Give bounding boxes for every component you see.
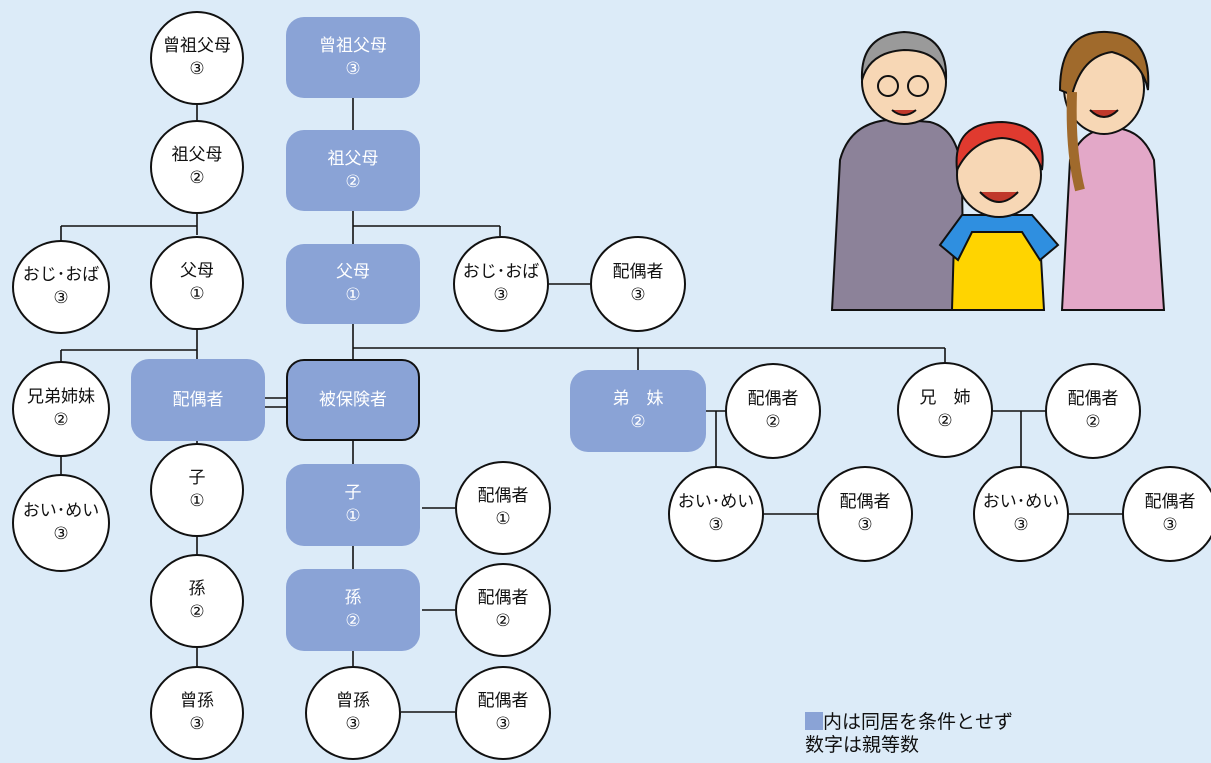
node-nephew-niece-1-spouse: 配偶者 ③ — [817, 466, 913, 562]
node-label: 被保険者 — [319, 389, 387, 410]
node-degree: ③ — [857, 515, 873, 535]
node-siblings-left: 兄弟姉妹 ② — [12, 361, 110, 457]
node-degree: ② — [495, 611, 511, 631]
legend-line-2: 数字は親等数 — [805, 734, 920, 756]
node-grandchild-spouse: 配偶者 ② — [455, 563, 551, 657]
node-great-grandchild-spouse: 配偶者 ③ — [455, 666, 551, 760]
node-label: おじ･おば — [462, 262, 540, 282]
node-label: 孫 — [344, 588, 362, 608]
node-child-spouse: 配偶者 ① — [455, 461, 551, 555]
node-nephew-niece-1: おい･めい ③ — [668, 466, 764, 562]
node-grandparents: 祖父母 ② — [286, 130, 420, 211]
node-label: 祖父母 — [171, 145, 223, 165]
node-great-grandparents-left: 曾祖父母 ③ — [150, 11, 244, 105]
node-older-siblings-spouse: 配偶者 ② — [1045, 363, 1141, 459]
node-label: 配偶者 — [612, 262, 664, 282]
node-label: 配偶者 — [747, 389, 799, 409]
node-degree: ① — [189, 491, 205, 511]
node-label: おい･めい — [677, 492, 755, 512]
node-great-grandchild-left: 曾孫 ③ — [150, 666, 244, 760]
node-degree: ③ — [1162, 515, 1178, 535]
node-label: 兄 姉 — [919, 388, 971, 408]
node-label: 配偶者 — [1144, 492, 1196, 512]
node-degree: ② — [345, 171, 361, 192]
node-label: 曾孫 — [336, 691, 370, 711]
node-degree: ③ — [345, 58, 361, 79]
node-label: 配偶者 — [477, 486, 529, 506]
node-great-grandchild: 曾孫 ③ — [305, 666, 401, 760]
node-degree: ② — [1085, 412, 1101, 432]
node-label: 子 — [344, 483, 362, 503]
node-nephew-niece-left: おい･めい ③ — [12, 474, 110, 572]
node-younger-siblings: 弟 妹 ② — [570, 370, 706, 452]
node-degree: ② — [189, 602, 205, 622]
node-degree: ③ — [495, 714, 511, 734]
node-label: 配偶者 — [1067, 389, 1119, 409]
node-uncle-aunt-left: おじ･おば ③ — [12, 240, 110, 334]
node-degree: ③ — [53, 288, 69, 308]
node-label: 配偶者 — [477, 588, 529, 608]
node-great-grandparents: 曾祖父母 ③ — [286, 17, 420, 98]
node-degree: ② — [53, 410, 69, 430]
node-label: 父母 — [336, 262, 370, 282]
node-parents: 父母 ① — [286, 244, 420, 324]
legend-swatch — [805, 712, 823, 730]
node-label: おじ･おば — [22, 265, 100, 285]
legend-line-1: 内は同居を条件とせず — [805, 711, 1013, 734]
node-uncle-aunt-spouse: 配偶者 ③ — [590, 236, 686, 332]
node-label: 曾孫 — [180, 691, 214, 711]
node-label: 曾祖父母 — [163, 36, 231, 56]
node-degree: ③ — [630, 285, 646, 305]
node-label: 子 — [188, 468, 206, 488]
node-degree: ③ — [345, 714, 361, 734]
node-label: 兄弟姉妹 — [27, 387, 95, 407]
node-label: 弟 妹 — [612, 389, 664, 409]
node-older-siblings: 兄 姉 ② — [897, 362, 993, 458]
node-degree: ② — [630, 412, 646, 432]
node-degree: ② — [345, 611, 361, 631]
node-degree: ③ — [493, 285, 509, 305]
family-illustration-icon — [830, 30, 1166, 311]
node-parents-left: 父母 ① — [150, 236, 244, 330]
node-label: 孫 — [188, 579, 206, 599]
node-degree: ① — [495, 509, 511, 529]
node-label: 配偶者 — [172, 389, 224, 410]
legend: 内は同居を条件とせず 数字は親等数 — [805, 711, 1013, 757]
node-degree: ① — [345, 285, 361, 305]
node-degree: ② — [937, 411, 953, 431]
node-degree: ① — [189, 284, 205, 304]
node-label: 配偶者 — [477, 691, 529, 711]
node-label: 曾祖父母 — [319, 35, 387, 56]
node-uncle-aunt: おじ･おば ③ — [453, 236, 549, 332]
node-label: 祖父母 — [327, 148, 379, 169]
node-grandchild-left: 孫 ② — [150, 554, 244, 648]
node-degree: ② — [765, 412, 781, 432]
node-degree: ① — [345, 506, 361, 526]
node-spouse: 配偶者 — [131, 359, 265, 441]
node-degree: ③ — [53, 524, 69, 544]
node-degree: ③ — [189, 59, 205, 79]
node-child-left: 子 ① — [150, 443, 244, 537]
node-nephew-niece-2: おい･めい ③ — [973, 466, 1069, 562]
node-degree: ② — [189, 168, 205, 188]
node-grandparents-left: 祖父母 ② — [150, 120, 244, 214]
node-nephew-niece-2-spouse: 配偶者 ③ — [1122, 466, 1211, 562]
node-degree: ③ — [708, 515, 724, 535]
node-degree: ③ — [189, 714, 205, 734]
node-degree: ③ — [1013, 515, 1029, 535]
node-label: 父母 — [180, 261, 214, 281]
node-child: 子 ① — [286, 464, 420, 546]
node-label: おい･めい — [22, 501, 100, 521]
node-younger-siblings-spouse: 配偶者 ② — [725, 363, 821, 459]
node-label: おい･めい — [982, 492, 1060, 512]
legend-text-1: 内は同居を条件とせず — [823, 711, 1014, 733]
node-grandchild: 孫 ② — [286, 569, 420, 651]
node-insured: 被保険者 — [286, 359, 420, 441]
node-label: 配偶者 — [839, 492, 891, 512]
